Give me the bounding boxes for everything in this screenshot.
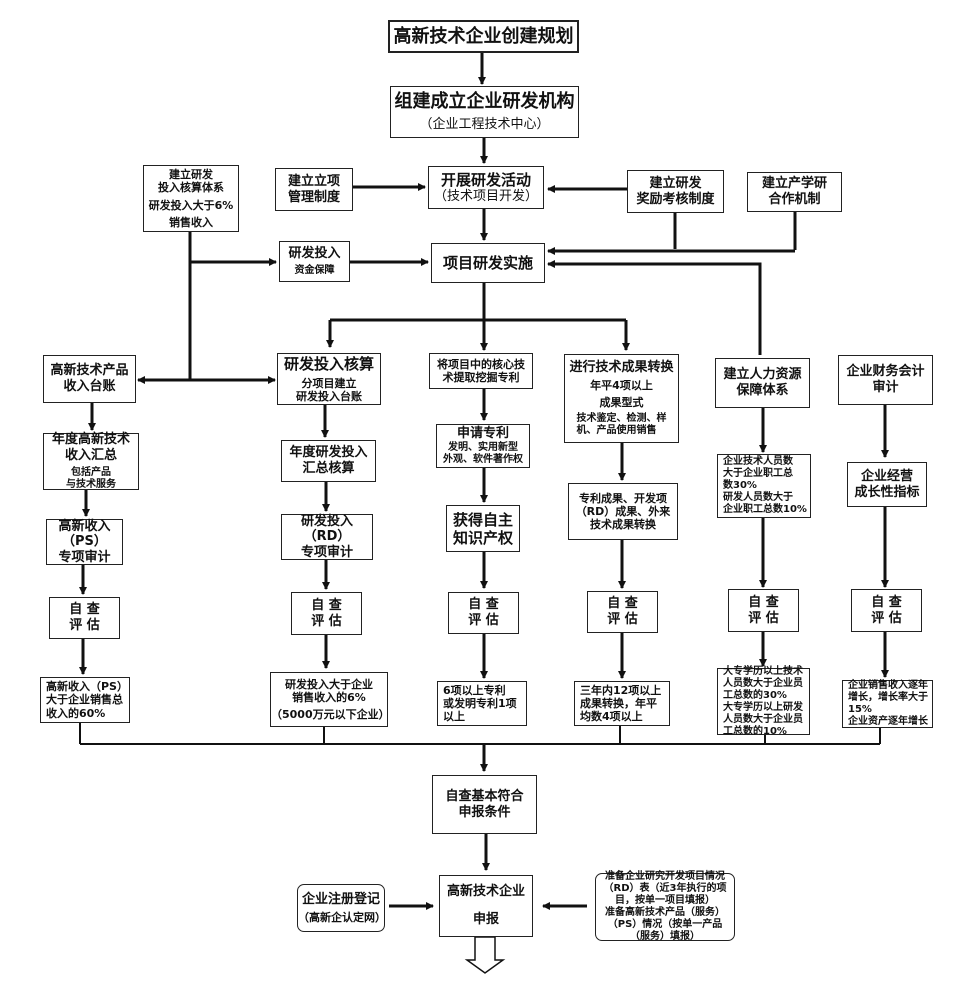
transfer-result-text: 专利成果、开发项 （RD）成果、外来 技术成果转换 <box>575 491 671 532</box>
ps-audit-text: 高新收入 （PS） 专项审计 <box>58 518 111 565</box>
hollow-down-arrow <box>464 936 506 974</box>
qualified-box: 自查基本符合 申报条件 <box>432 775 537 834</box>
ps-self-check-box: 自 查 评 估 <box>49 597 120 639</box>
registration-sub: （高新企认定网） <box>298 911 386 925</box>
rd-self-check-box: 自 查 评 估 <box>291 592 362 635</box>
rd-criteria-main: 研发投入大于企业 销售收入的6% <box>285 677 373 704</box>
transfer-head-l3: 成果型式 <box>599 396 644 410</box>
application-main: 高新技术企业 <box>446 884 525 900</box>
ip-apply-sub: 发明、实用新型 外观、软件著作权 <box>443 441 523 465</box>
title-box: 高新技术企业创建规划 <box>388 20 579 53</box>
implementation-text: 项目研发实施 <box>442 254 533 272</box>
rd-accounting-system-note2: 销售收入 <box>169 215 213 229</box>
prepare-box: 准备企业研究开发项目情况 （RD）表（近3年执行的项 目，按单一项目填报） 准备… <box>595 871 735 942</box>
rd-accounting-system-main: 建立研发 投入核算体系 <box>158 168 224 195</box>
rd-criteria-box: 研发投入大于企业 销售收入的6% （5000万元以下企业） <box>270 672 390 727</box>
finance-growth-box: 企业经营 成长性指标 <box>847 462 927 507</box>
finance-head-box: 企业财务会计 审计 <box>838 355 933 405</box>
hr-criteria-text: 大专学历以上技术 人员数大于企业员 工总数的30% 大专学历以上研发 人员数大于… <box>723 665 803 737</box>
title-text: 高新技术企业创建规划 <box>393 25 574 47</box>
ps-summary-main: 年度高新技术 收入汇总 <box>51 431 130 463</box>
rd-head-sub: 分项目建立 研发投入台账 <box>296 376 362 403</box>
ip-own-text: 获得自主 知识产权 <box>452 510 513 547</box>
rd-audit-box: 研发投入 （RD） 专项审计 <box>281 514 373 560</box>
funding-sub: 资金保障 <box>294 265 335 277</box>
hr-ratio-box: 企业技术人员数 大于企业职工总 数30% 研发人员数大于 企业职工总数10% <box>717 454 811 518</box>
ps-criteria-text: 高新收入（PS） 大于企业销售总 收入的60% <box>46 680 128 720</box>
ip-apply-main: 申请专利 <box>456 426 509 442</box>
transfer-self-check-text: 自 查 评 估 <box>607 596 638 627</box>
rd-head-box: 研发投入核算 分项目建立 研发投入台账 <box>277 353 381 405</box>
ip-own-box: 获得自主 知识产权 <box>446 505 520 552</box>
ps-self-check-text: 自 查 评 估 <box>69 602 100 633</box>
rd-summary-text: 年度研发投入 汇总核算 <box>289 445 368 476</box>
qualified-text: 自查基本符合 申报条件 <box>445 788 524 820</box>
finance-head-text: 企业财务会计 审计 <box>846 364 925 395</box>
rd-criteria-sub: （5000万元以下企业） <box>271 708 390 722</box>
ip-criteria-text: 6项以上专利 或发明专利1项 以上 <box>443 683 517 724</box>
project-mgmt-box: 建立立项 管理制度 <box>275 168 353 211</box>
org-box: 组建成立企业研发机构 （企业工程技术中心） <box>390 86 579 138</box>
rd-accounting-system-note1: 研发投入大于6% <box>148 198 234 212</box>
org-main: 组建成立企业研发机构 <box>394 91 575 113</box>
finance-criteria-box: 企业销售收入逐年 增长，增长率大于 15% 企业资产逐年增长 <box>842 680 933 728</box>
ip-head-text: 将项目中的核心技 术提取挖掘专利 <box>437 357 525 384</box>
funding-box: 研发投入 资金保障 <box>279 241 350 282</box>
ps-criteria-box: 高新收入（PS） 大于企业销售总 收入的60% <box>40 677 130 723</box>
reward-system-text: 建立研发 奖励考核制度 <box>636 175 715 207</box>
ip-self-check-text: 自 查 评 估 <box>468 597 499 628</box>
rd-head-main: 研发投入核算 <box>283 354 374 373</box>
implementation-box: 项目研发实施 <box>431 243 545 283</box>
industry-academia-text: 建立产学研 合作机制 <box>761 176 827 207</box>
reward-system-box: 建立研发 奖励考核制度 <box>627 170 724 213</box>
transfer-self-check-box: 自 查 评 估 <box>587 591 658 633</box>
hr-head-text: 建立人力资源 保障体系 <box>723 367 802 398</box>
transfer-head-box: 进行技术成果转换 年平4项以上 成果型式 技术鉴定、检测、样 机、产品使用销售 <box>564 354 679 443</box>
registration-box: 企业注册登记 （高新企认定网） <box>297 884 386 932</box>
rd-self-check-text: 自 查 评 估 <box>311 597 342 629</box>
hr-self-check-text: 自 查 评 估 <box>748 594 779 626</box>
rd-accounting-system-box: 建立研发 投入核算体系 研发投入大于6% 销售收入 <box>143 165 239 232</box>
ps-summary-box: 年度高新技术 收入汇总 包括产品 与技术服务 <box>43 431 139 491</box>
industry-academia-box: 建立产学研 合作机制 <box>747 172 842 212</box>
finance-self-check-text: 自 查 评 估 <box>871 594 902 626</box>
application-sub: 申报 <box>472 912 499 927</box>
org-sub: （企业工程技术中心） <box>419 117 550 132</box>
prepare-text: 准备企业研究开发项目情况 （RD）表（近3年执行的项 目，按单一项目填报） 准备… <box>603 871 727 942</box>
ps-head-box: 高新技术产品 收入台账 <box>43 355 136 403</box>
hr-self-check-box: 自 查 评 估 <box>728 589 799 632</box>
activity-box: 开展研发活动 （技术项目开发） <box>428 166 544 209</box>
ip-self-check-box: 自 查 评 估 <box>448 592 519 634</box>
ps-head-text: 高新技术产品 收入台账 <box>50 363 129 394</box>
transfer-head-l4: 技术鉴定、检测、样 机、产品使用销售 <box>576 413 667 437</box>
transfer-head-l2: 年平4项以上 <box>590 379 653 393</box>
registration-main: 企业注册登记 <box>301 891 380 907</box>
transfer-head-main: 进行技术成果转换 <box>569 359 674 375</box>
ip-criteria-box: 6项以上专利 或发明专利1项 以上 <box>437 681 527 726</box>
arrow-hr-impl <box>547 260 762 268</box>
transfer-result-box: 专利成果、开发项 （RD）成果、外来 技术成果转换 <box>568 483 678 540</box>
hr-head-box: 建立人力资源 保障体系 <box>715 358 810 408</box>
finance-growth-text: 企业经营 成长性指标 <box>854 468 920 500</box>
finance-self-check-box: 自 查 评 估 <box>851 589 922 632</box>
ip-apply-box: 申请专利 发明、实用新型 外观、软件著作权 <box>436 424 530 468</box>
ps-audit-box: 高新收入 （PS） 专项审计 <box>46 519 123 565</box>
rd-audit-text: 研发投入 （RD） 专项审计 <box>300 513 353 560</box>
hr-criteria-box: 大专学历以上技术 人员数大于企业员 工总数的30% 大专学历以上研发 人员数大于… <box>717 665 810 737</box>
activity-sub: （技术项目开发） <box>433 188 538 204</box>
project-mgmt-text: 建立立项 管理制度 <box>287 173 340 205</box>
transfer-criteria-text: 三年内12项以上 成果转换，年平 均数4项以上 <box>580 683 662 724</box>
finance-criteria-text: 企业销售收入逐年 增长，增长率大于 15% 企业资产逐年增长 <box>848 680 928 727</box>
transfer-criteria-box: 三年内12项以上 成果转换，年平 均数4项以上 <box>574 681 670 726</box>
application-box: 高新技术企业 申报 <box>439 875 533 937</box>
funding-main: 研发投入 <box>288 245 341 261</box>
rd-summary-box: 年度研发投入 汇总核算 <box>281 440 376 482</box>
ip-head-box: 将项目中的核心技 术提取挖掘专利 <box>429 353 533 389</box>
activity-main: 开展研发活动 <box>440 170 531 189</box>
hr-ratio-text: 企业技术人员数 大于企业职工总 数30% 研发人员数大于 企业职工总数10% <box>723 456 807 515</box>
ps-summary-sub: 包括产品 与技术服务 <box>66 467 116 491</box>
